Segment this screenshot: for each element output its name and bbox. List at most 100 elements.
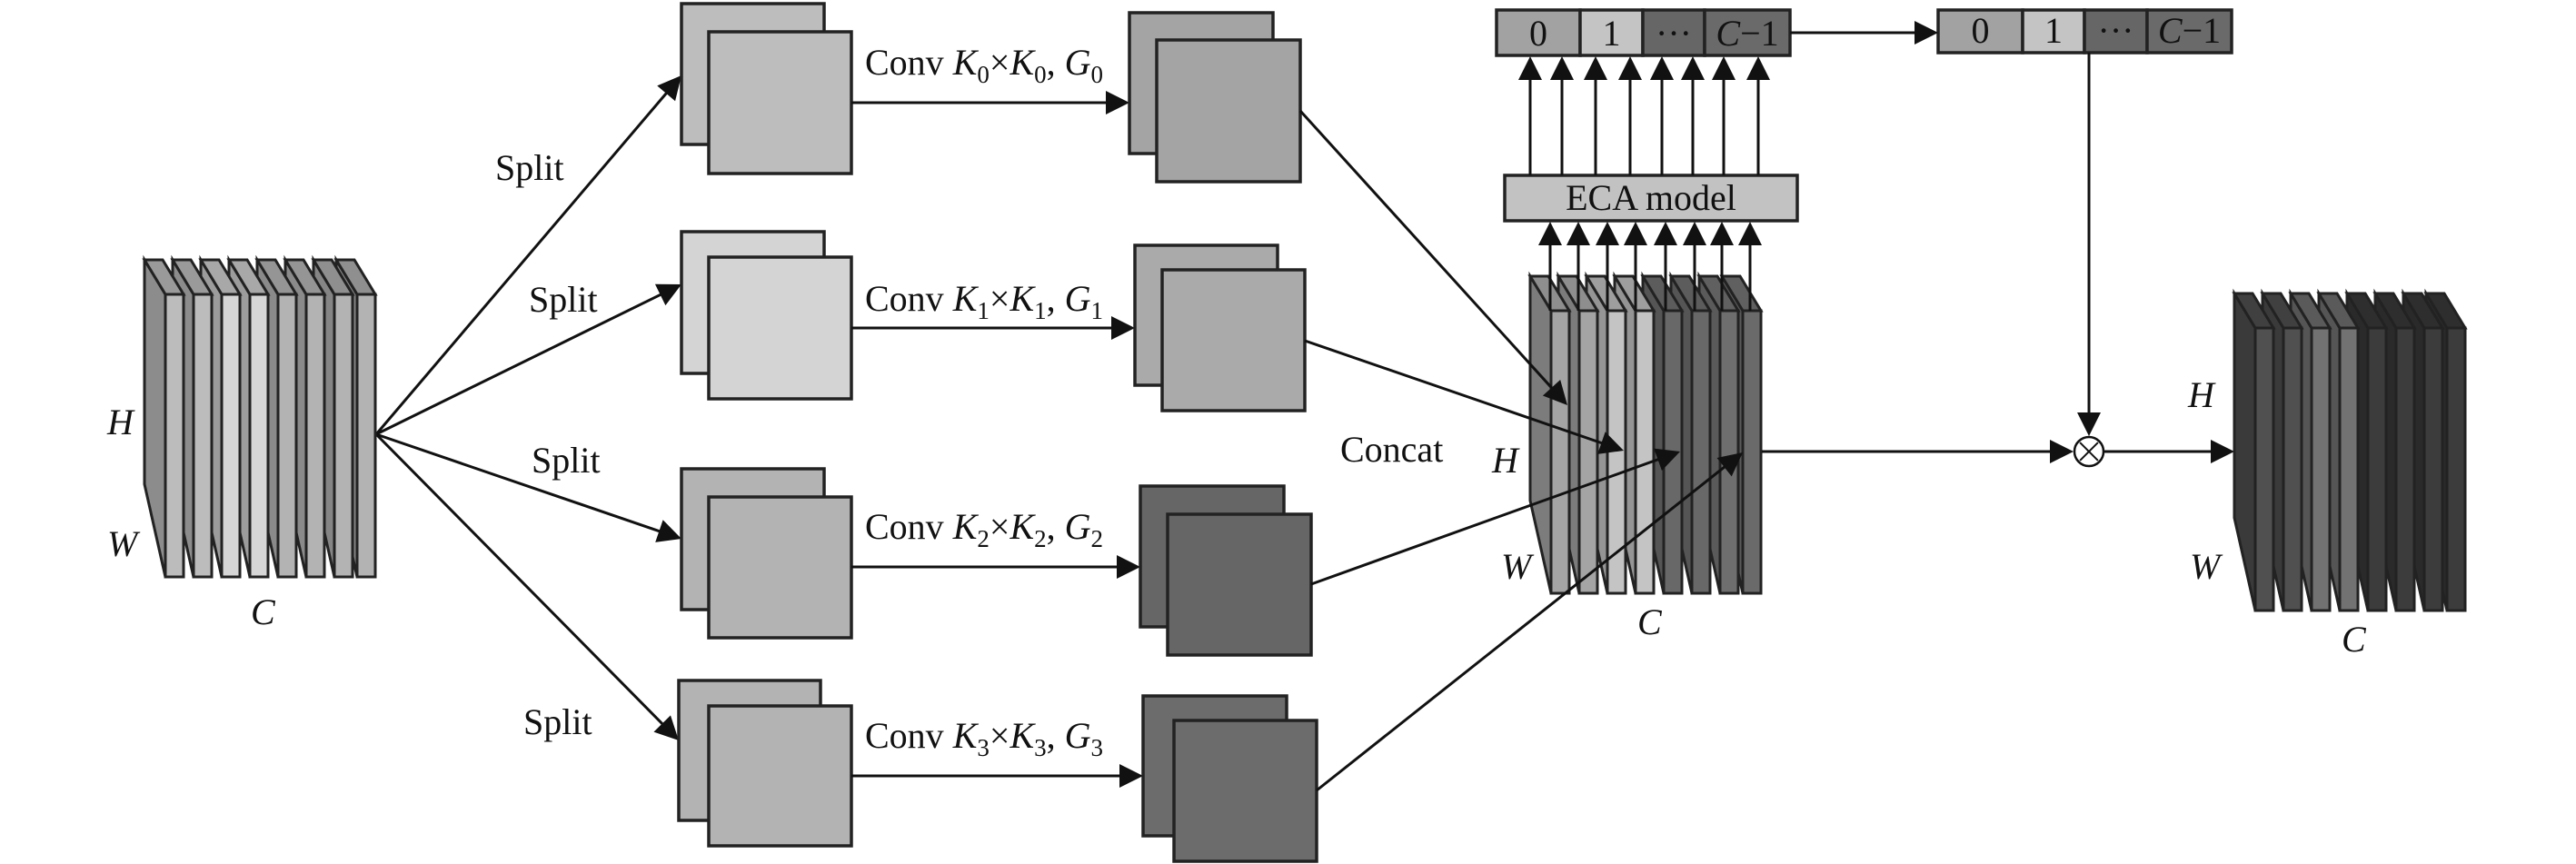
weight-cell: ··· [1641,8,1706,57]
weight-cell-label: C−1 [1716,13,1778,54]
edge-line [375,432,665,534]
comma: , [1047,278,1065,319]
cell-suffix: −1 [1740,13,1779,54]
slab-front [2310,326,2332,612]
weights-copy-arrow [1790,21,1938,45]
slab-front [355,293,377,579]
arrowhead-icon [1111,316,1135,340]
kernel-subscript: 1 [1034,297,1047,324]
weight-cell-label: 0 [1529,13,1547,54]
slab-front [248,293,270,579]
split-label-1: Split [529,279,598,320]
slab-front [1690,309,1712,595]
arrowhead-icon [655,520,681,542]
edge-line [1310,456,1664,586]
arrowhead-icon [1566,222,1590,245]
feature-map-front [1166,512,1313,657]
weight-cell: C−1 [1703,8,1792,57]
slab-front [164,293,185,579]
slab-front [192,293,214,579]
slab-front [2338,326,2360,612]
output-channels-label: C [2342,619,2367,660]
group-subscript: 3 [1091,734,1104,761]
conv-label-3: Conv K3×K3, G3 [865,715,1103,761]
eca-input-arrow [1710,222,1734,311]
split-arrow-3 [374,432,679,740]
arrowhead-icon [1119,764,1143,788]
cell-symbol: C [1716,13,1741,54]
concat-width-label: W [1501,546,1535,587]
concat-tensor [1527,271,1764,595]
split-arrow-1 [375,283,681,436]
kernel-symbol: K [1009,278,1036,319]
group-subscript: 1 [1091,297,1104,324]
conv-arrow-3 [851,764,1143,788]
weight-cell-label: 1 [2044,10,2063,51]
kernel-symbol: K [1009,506,1036,547]
split-arrow-0 [374,75,681,435]
output-height-label: H [2187,374,2216,415]
feature-map-front [1160,268,1307,412]
split-label-2: Split [532,440,601,481]
concat-to-multiply-arrow [1762,440,2074,463]
arrowhead-icon [1542,380,1567,405]
slab-front [304,293,326,579]
kernel-subscript: 2 [977,525,990,552]
input-height-label: H [106,402,135,442]
conv-arrow-0 [851,91,1129,114]
slab-side [143,254,167,578]
eca-output-arrow [1681,56,1705,175]
group-subscript: 2 [1091,525,1104,552]
weight-cell: C−1 [2145,8,2233,55]
slab-front [333,293,354,579]
arrowhead-icon [2211,440,2234,463]
slab-front [1634,309,1656,595]
arrowhead-icon [1538,222,1562,245]
slab-front [1718,309,1740,595]
concat-arrow-2 [1310,448,1680,586]
arrowhead-icon [2050,440,2074,463]
eca-input-arrow [1624,222,1647,311]
group-symbol: G [1065,506,1091,547]
weight-cell-rect [2145,8,2233,55]
conv-label-2: Conv K2×K2, G2 [865,506,1103,552]
arrowhead-icon [1915,21,1938,45]
kernel-subscript: 3 [1034,734,1047,761]
weight-cell: ··· [2083,8,2149,55]
eca-model-box: ECA model [1503,174,1799,223]
arrowhead-icon [1716,452,1743,477]
arrowhead-icon [1618,56,1642,80]
conv-prefix: Conv [865,42,953,83]
arrowhead-icon [1596,222,1619,245]
channel-weights-vector-copy: 0 1 ···C−1 [1936,8,2233,55]
output-width-label: W [2190,546,2223,587]
eca-rect [1503,174,1799,223]
comma: , [1047,506,1065,547]
conv-label-1: Conv K1×K1, G1 [865,278,1103,324]
arrowhead-icon [1624,222,1647,245]
kernel-subscript: 1 [977,297,990,324]
weight-cell-label: 0 [1972,10,1990,51]
edge-line [1298,109,1557,393]
group-subscript: 0 [1091,61,1104,88]
slab-side [2233,288,2257,611]
eca-output-arrow [1746,56,1770,175]
eca-output-arrow [1712,56,1736,175]
kernel-subscript: 0 [977,61,990,88]
comma: , [1047,42,1065,83]
merge-edges-layer [1298,109,1743,792]
group-symbol: G [1065,42,1091,83]
times-symbol: × [990,278,1010,319]
times-symbol: × [990,506,1010,547]
edge-line [1316,462,1730,792]
eca-output-arrow [1618,56,1642,175]
arrowhead-icon [1738,222,1762,245]
output-tensor [2232,288,2468,612]
kernel-subscript: 3 [977,734,990,761]
feature-map-front [707,704,853,848]
concat-channel-slab [1668,271,1713,595]
arrowhead-icon [1710,222,1734,245]
weight-cell: 0 [1495,8,1582,57]
branches-layer [677,2,1318,863]
eca-output-arrow [1584,56,1607,175]
